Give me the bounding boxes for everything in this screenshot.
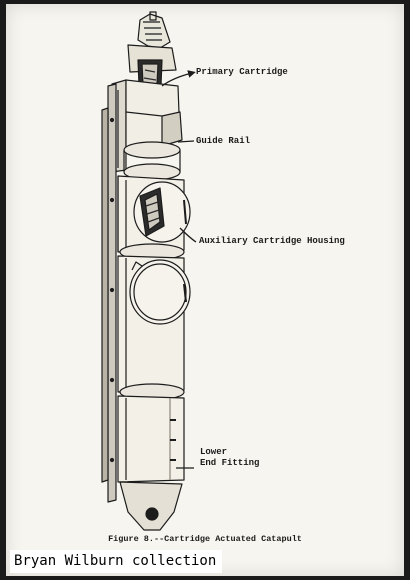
- guide-rail: [101, 83, 117, 503]
- leader-lines: [161, 70, 197, 469]
- document-page: [6, 4, 404, 576]
- lower-housing-disc: [129, 259, 191, 325]
- lower-end-fitting: [119, 419, 183, 531]
- collection-credit: Bryan Wilburn collection: [10, 550, 223, 573]
- label-lower-end-fitting-line1: Lower: [200, 447, 228, 457]
- label-primary-cartridge: Primary Cartridge: [196, 67, 288, 77]
- auxiliary-cartridge-housing: [133, 181, 191, 243]
- label-lower-end-fitting-line2: End Fitting: [200, 458, 260, 468]
- upper-tube: [111, 79, 183, 181]
- firing-head: [127, 11, 177, 73]
- label-auxiliary-cartridge-housing: Auxiliary Cartridge Housing: [199, 236, 345, 246]
- label-guide-rail: Guide Rail: [196, 136, 251, 146]
- figure-caption: Figure 8.--Cartridge Actuated Catapult: [108, 534, 302, 544]
